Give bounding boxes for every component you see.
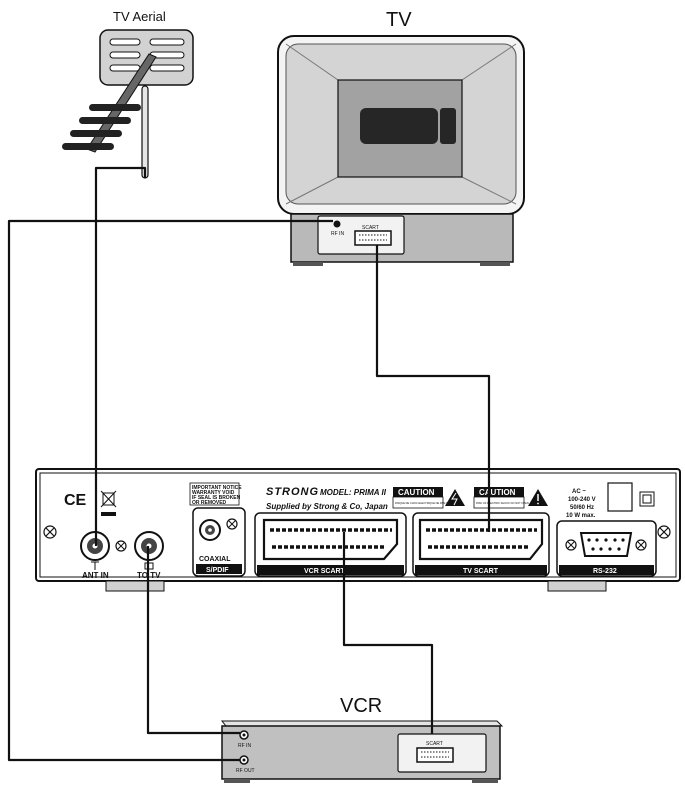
cables	[7, 166, 491, 762]
tv-set: TV RF IN SCART	[277, 9, 525, 266]
aerial-elements	[62, 104, 141, 150]
vcr-scart-label: SCART	[426, 741, 443, 747]
power-line-3: 50/60 Hz	[570, 505, 594, 511]
caution-sub-box-1	[392, 496, 444, 509]
supplier-label: Supplied by Strong & Co, Japan	[266, 502, 388, 511]
antenna-symbol-icon	[91, 561, 99, 570]
tv-scart-pins-receiver	[426, 528, 537, 549]
rs232-pins	[587, 538, 625, 551]
vcr-scart-socket	[262, 518, 399, 561]
tv-scart-label-receiver: TV SCART	[463, 568, 499, 575]
tv-aerial-label: TV Aerial	[113, 9, 166, 24]
lightning-warning-icon	[445, 489, 465, 506]
screw-icon	[565, 539, 577, 551]
vcr-set: VCR RF IN RF OUT SCART	[220, 695, 504, 783]
ce-mark: CE	[64, 492, 87, 509]
cable-tv-scart-to-tv-scart	[375, 245, 491, 532]
caution-sub-box-2	[473, 496, 525, 509]
screw-icon	[115, 540, 127, 552]
vcr-rf-in-pin	[242, 733, 246, 737]
vcr-foot-right	[472, 779, 498, 783]
tv-foot-left	[293, 262, 323, 266]
tv-scart-label: SCART	[362, 225, 379, 231]
notice-line-2: WARRANTY VOID	[192, 490, 235, 496]
rs232-label-bar	[559, 565, 654, 575]
notice-box	[189, 482, 240, 506]
brand-logo: STRONG	[266, 486, 319, 498]
aerial-mast	[141, 85, 149, 179]
double-insulation-icon	[639, 491, 655, 507]
vcr-foot-left	[224, 779, 250, 783]
notice-line-3: IF SEAL IS BROKEN	[192, 495, 241, 501]
caution-label-2: CAUTION	[479, 488, 516, 497]
vcr-rf-out-pin	[242, 758, 246, 762]
tv-screen-right	[440, 108, 456, 144]
tv-scart-label-bar	[415, 565, 547, 575]
vcr-scart-pins	[270, 528, 392, 549]
receiver-foot-right	[547, 580, 607, 592]
tv-foot-right	[480, 262, 510, 266]
coaxial-label: COAXIAL	[199, 556, 231, 563]
exclamation-warning-icon	[528, 489, 548, 506]
vcr-rf-in-label: RF IN	[238, 743, 251, 749]
cable-vcr-scart-to-vcr	[342, 532, 434, 734]
cable-vcr-rf-out-to-tv-rf-in	[7, 219, 333, 762]
ant-in-label: ANT IN	[82, 571, 109, 580]
coaxial-connector	[199, 519, 221, 541]
caution-sub-1: RISQUE DE CHOC ELECTRIQUE NE PAS OUVRIR	[395, 501, 456, 505]
vcr-label: VCR	[340, 695, 382, 717]
screw-icon	[635, 539, 647, 551]
tv-label: TV	[386, 9, 412, 31]
tv-scart-socket	[354, 230, 392, 246]
notice-line-1: IMPORTANT NOTICE	[192, 485, 242, 491]
screw-icon	[657, 525, 671, 539]
caution-label-1: CAUTION	[398, 488, 435, 497]
caution-sub-2: RISK OF ELECTRIC SHOCK DO NOT OPEN	[476, 501, 529, 505]
tv-scart-socket	[418, 518, 544, 561]
vcr-scart-socket-small	[416, 747, 454, 763]
rs232-label: RS-232	[593, 568, 617, 575]
power-line-4: 10 W max.	[566, 513, 596, 519]
spdif-label-bar	[196, 564, 242, 574]
weee-bin-icon	[100, 490, 117, 508]
receiver-foot-left	[105, 580, 165, 592]
tv-rf-in-socket	[333, 220, 341, 228]
vcr-scart-label: VCR SCART	[304, 568, 346, 575]
spdif-label: S/PDIF	[206, 567, 229, 574]
rs232-socket	[579, 532, 633, 557]
power-switch	[607, 482, 633, 512]
power-line-2: 100-240 V	[568, 497, 596, 503]
screw-icon	[226, 518, 238, 530]
cable-to-tv-to-vcr-rf-in	[146, 546, 240, 735]
receiver-back-panel: CE ANT IN TO TV	[35, 468, 681, 592]
screw-icon	[43, 525, 57, 539]
caution-box-1	[393, 487, 443, 497]
notice-line-4: OR REMOVED	[192, 500, 227, 506]
power-line-1: AC ~	[572, 489, 586, 495]
cable-aerial-to-ant-in	[94, 166, 147, 546]
tv-screen	[360, 108, 438, 144]
vcr-scart-label-bar	[257, 565, 404, 575]
vcr-rf-out-label: RF OUT	[236, 768, 255, 774]
caution-box-2	[474, 487, 524, 497]
receiver-inner-frame	[39, 472, 677, 578]
tv-aerial: TV Aerial	[62, 9, 194, 179]
tv-rf-in-label: RF IN	[331, 231, 344, 237]
tv-bevel-lines	[285, 43, 517, 205]
weee-bar	[101, 512, 116, 516]
model-label: MODEL: PRIMA II	[320, 488, 387, 497]
